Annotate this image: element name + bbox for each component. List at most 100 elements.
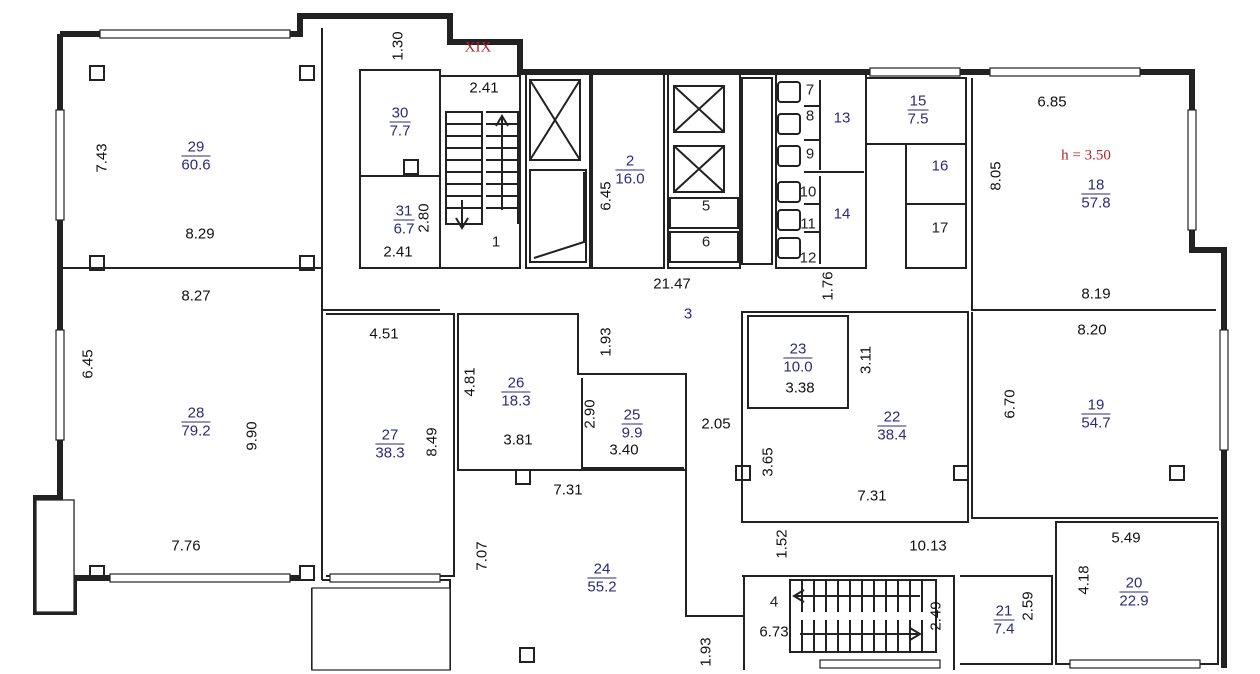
dimension-label: 8.05 xyxy=(987,161,1005,191)
room-number: 24 xyxy=(587,562,617,579)
room-number: 15 xyxy=(907,94,929,111)
dimension-label: 21.47 xyxy=(653,275,691,293)
room-area: 6.7 xyxy=(393,220,415,238)
dimension-label: 1.76 xyxy=(819,271,837,301)
dimension-label: 2.90 xyxy=(581,399,599,429)
dimension-label: 6.70 xyxy=(1001,389,1019,419)
room-area: 18.3 xyxy=(501,392,531,410)
dimension-label: 2.49 xyxy=(927,601,945,631)
room-number: 25 xyxy=(621,408,643,425)
dimension-label: 8.20 xyxy=(1077,321,1107,339)
dimension-label: 3.11 xyxy=(857,345,875,375)
room-12-number: 12 xyxy=(799,249,817,267)
dimension-label: 10.13 xyxy=(909,537,947,555)
room-11-number: 11 xyxy=(800,215,816,233)
dimension-label: 3.38 xyxy=(785,379,815,397)
room-number: 18 xyxy=(1081,178,1111,195)
room-number: 28 xyxy=(181,406,211,423)
dimension-label: 1.30 xyxy=(389,31,407,61)
dimension-label: 8.49 xyxy=(423,427,441,457)
dimension-label: 2.59 xyxy=(1019,591,1037,621)
room-14-number: 14 xyxy=(833,205,851,223)
room-number: 23 xyxy=(783,342,813,359)
dimension-label: 3.81 xyxy=(503,431,533,449)
room-area: 7.5 xyxy=(907,110,929,128)
room-4-number: 4 xyxy=(769,593,779,611)
room-area: 38.4 xyxy=(877,426,907,444)
dimension-label: 3.65 xyxy=(759,447,777,477)
room-3-number: 3 xyxy=(683,305,693,323)
room-number: 31 xyxy=(393,204,415,221)
dimension-label: 6.73 xyxy=(759,623,789,641)
room-number: 22 xyxy=(877,410,907,427)
room-number: 29 xyxy=(181,140,211,157)
dimension-label: 1.93 xyxy=(697,637,715,667)
dimension-label: 4.51 xyxy=(369,325,399,343)
room-1-number: 1 xyxy=(491,233,501,251)
dimension-label: 6.85 xyxy=(1037,93,1067,111)
room-13-number: 13 xyxy=(833,109,851,127)
dimension-label: 2.05 xyxy=(701,415,731,433)
dimension-label: 6.45 xyxy=(597,181,615,211)
level-marker-label: XIX xyxy=(464,39,492,56)
dimension-label: 4.81 xyxy=(461,367,479,397)
room-area: 16.0 xyxy=(615,170,645,188)
room-number: 26 xyxy=(501,376,531,393)
room-area: 22.9 xyxy=(1119,592,1149,610)
room-number: 20 xyxy=(1119,576,1149,593)
dimension-label: 7.07 xyxy=(473,541,491,571)
room-10-number: 10 xyxy=(799,183,817,201)
room-8-number: 8 xyxy=(805,107,815,125)
room-5-number: 5 xyxy=(701,197,711,215)
room-area: 57.8 xyxy=(1081,194,1111,212)
room-area: 7.4 xyxy=(993,620,1015,638)
dimension-label: 7.76 xyxy=(171,537,201,555)
room-area: 38.3 xyxy=(375,444,405,462)
dimension-label: 8.29 xyxy=(185,225,215,243)
dimension-label: 5.49 xyxy=(1111,529,1141,547)
room-7-number: 7 xyxy=(805,81,815,99)
room-area: 9.9 xyxy=(621,424,643,442)
room-number: 19 xyxy=(1081,398,1111,415)
room-area: 60.6 xyxy=(181,156,211,174)
dimension-label: 8.19 xyxy=(1081,285,1111,303)
dimension-label: 1.93 xyxy=(597,327,615,357)
room-16-number: 16 xyxy=(931,157,949,175)
dimension-label: 1.52 xyxy=(773,529,791,559)
dimension-label: 7.31 xyxy=(553,481,583,499)
dimension-label: 7.43 xyxy=(93,143,111,173)
dimension-label: 6.45 xyxy=(79,349,97,379)
dimension-label: 2.41 xyxy=(383,243,413,261)
room-area: 10.0 xyxy=(783,358,813,376)
room-number: 27 xyxy=(375,428,405,445)
room-number: 30 xyxy=(389,106,411,123)
room-17-number: 17 xyxy=(931,219,949,237)
dimension-label: 3.40 xyxy=(609,441,639,459)
dimension-label: 7.31 xyxy=(857,487,887,505)
dimension-label: 4.18 xyxy=(1075,565,1093,595)
room-area: 54.7 xyxy=(1081,414,1111,432)
room-area: 79.2 xyxy=(181,422,211,440)
room-area: 55.2 xyxy=(587,578,617,596)
dimension-label: 8.27 xyxy=(181,287,211,305)
ceiling-height-note: h = 3.50 xyxy=(1061,147,1111,164)
room-9-number: 9 xyxy=(805,145,815,163)
dimension-label: 2.80 xyxy=(415,203,433,233)
room-area: 7.7 xyxy=(389,122,411,140)
